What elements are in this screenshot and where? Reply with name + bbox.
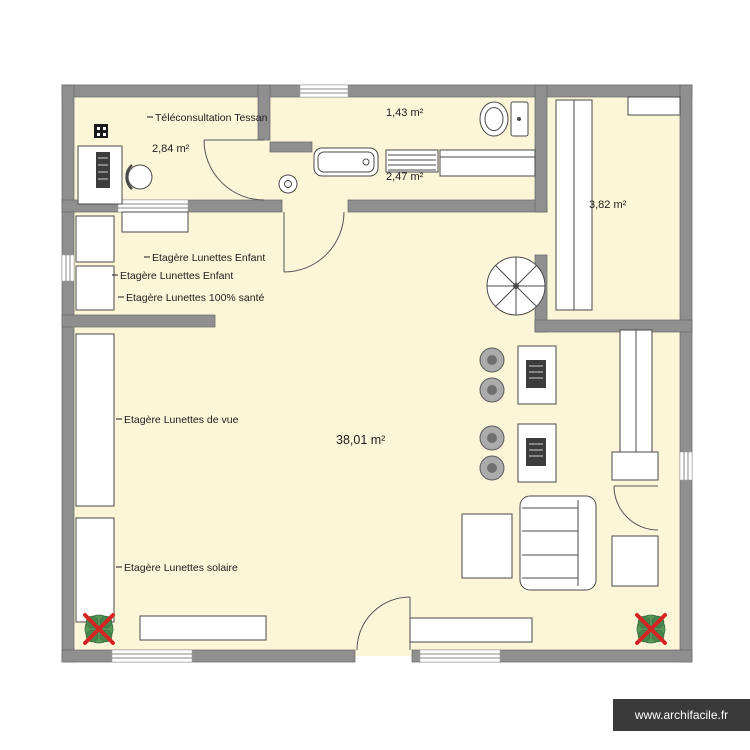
computer-icon[interactable] bbox=[96, 152, 110, 188]
office-chair-icon[interactable] bbox=[127, 164, 153, 190]
windows[interactable] bbox=[61, 84, 693, 663]
window-bottom-left[interactable] bbox=[111, 649, 193, 663]
window-left[interactable] bbox=[61, 254, 75, 282]
crossed-plant-right[interactable] bbox=[635, 613, 667, 645]
window-under-teleconsult[interactable] bbox=[117, 199, 189, 213]
left-shelves[interactable] bbox=[75, 211, 189, 623]
toilet-icon[interactable] bbox=[479, 101, 529, 137]
shelf-label-vue: Etagère Lunettes de vue bbox=[124, 414, 239, 426]
shelf-label-child-1: Etagère Lunettes Enfant bbox=[152, 252, 265, 264]
shelf-100-sante[interactable] bbox=[75, 265, 115, 311]
window-bottom-right[interactable] bbox=[419, 649, 501, 663]
radiator-icon[interactable] bbox=[385, 149, 439, 173]
door-right[interactable] bbox=[613, 485, 659, 531]
shelf-right-small[interactable] bbox=[611, 451, 659, 481]
wall-storage-left-upper bbox=[534, 84, 548, 213]
window-right[interactable] bbox=[679, 451, 693, 481]
coffee-table[interactable] bbox=[461, 513, 513, 579]
wall-storage-bottom bbox=[534, 319, 693, 333]
archifacile-watermark: www.archifacile.fr bbox=[613, 699, 750, 731]
storage-shelf-top[interactable] bbox=[627, 96, 681, 116]
red-cross-icon bbox=[635, 613, 667, 645]
right-shelves[interactable] bbox=[611, 329, 659, 481]
side-table[interactable] bbox=[611, 535, 659, 587]
room-area-teleconsultation: 2,84 m² bbox=[152, 143, 190, 155]
red-cross-icon bbox=[83, 613, 115, 645]
sofa-icon[interactable] bbox=[519, 495, 597, 591]
computer-icon[interactable] bbox=[526, 438, 546, 466]
window-top[interactable] bbox=[299, 84, 349, 98]
wall-wc-stub bbox=[269, 141, 313, 153]
bathtub-icon[interactable] bbox=[313, 147, 379, 177]
counter[interactable] bbox=[439, 149, 536, 177]
door-teleconsult[interactable] bbox=[203, 139, 265, 201]
labels: Téléconsultation Tessan 2,84 m² 1,43 m² … bbox=[112, 107, 627, 574]
room-area-main: 38,01 m² bbox=[336, 433, 385, 447]
wall-left bbox=[61, 84, 75, 663]
wall-top bbox=[61, 84, 693, 98]
spiral-staircase-icon[interactable] bbox=[486, 256, 546, 316]
shelf-label-solaire: Etagère Lunettes solaire bbox=[124, 562, 238, 574]
watermark-text: www.archifacile.fr bbox=[634, 708, 729, 722]
room-area-storage: 3,82 m² bbox=[589, 199, 627, 211]
shelf-label-child-2: Etagère Lunettes Enfant bbox=[120, 270, 233, 282]
doors[interactable] bbox=[203, 139, 659, 651]
teleconsult-furniture[interactable] bbox=[77, 124, 153, 205]
room-name-teleconsultation: Téléconsultation Tessan bbox=[155, 112, 268, 124]
counter-bottom-left[interactable] bbox=[139, 615, 267, 641]
computer-icon[interactable] bbox=[526, 360, 546, 388]
crossed-plant-left[interactable] bbox=[83, 613, 115, 645]
shelf-label-100-sante: Etagère Lunettes 100% santé bbox=[126, 292, 265, 304]
room-area-wc: 1,43 m² bbox=[386, 107, 424, 119]
room-area-bath: 2,47 m² bbox=[386, 171, 424, 183]
counter-bottom-right[interactable] bbox=[409, 617, 533, 643]
workstation-a[interactable] bbox=[479, 345, 557, 405]
door-main-room[interactable] bbox=[283, 211, 345, 273]
shelf-lunettes-vue[interactable] bbox=[75, 333, 115, 507]
shelf-child-top[interactable] bbox=[121, 211, 189, 233]
wall-right bbox=[679, 84, 693, 663]
workstation-b[interactable] bbox=[479, 423, 557, 483]
wall-shelf-stub bbox=[61, 314, 216, 328]
sink-icon[interactable] bbox=[278, 174, 298, 194]
storage-cabinet[interactable] bbox=[555, 99, 593, 311]
shelf-child-left[interactable] bbox=[75, 215, 115, 263]
wall-bottom-left bbox=[61, 649, 356, 663]
shelf-lunettes-solaire[interactable] bbox=[75, 517, 115, 623]
wall-mid-horizontal-right bbox=[347, 199, 548, 213]
